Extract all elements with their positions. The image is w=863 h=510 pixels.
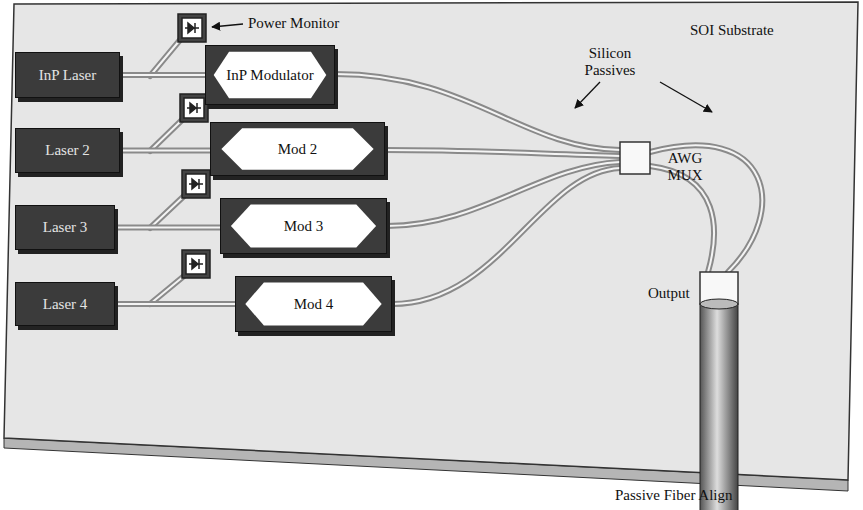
awg-mux-label: AWG MUX bbox=[660, 150, 710, 183]
modulator-box: InP Modulator bbox=[205, 45, 335, 105]
modulator-label: Mod 2 bbox=[278, 141, 318, 158]
laser-label: Laser 3 bbox=[43, 219, 88, 236]
output-label: Output bbox=[648, 285, 690, 302]
waveguide bbox=[120, 75, 205, 76]
laser-box: InP Laser bbox=[15, 52, 120, 98]
waveguide bbox=[115, 304, 235, 305]
modulator-label: InP Modulator bbox=[226, 67, 313, 84]
modulator-box: Mod 4 bbox=[235, 276, 392, 332]
laser-box: Laser 2 bbox=[15, 128, 120, 173]
laser-label: Laser 2 bbox=[45, 142, 90, 159]
laser-label: InP Laser bbox=[39, 67, 96, 84]
waveguide bbox=[115, 227, 220, 228]
modulator-box: Mod 2 bbox=[210, 122, 385, 176]
power-monitor-label: Power Monitor bbox=[248, 15, 339, 32]
fiber-align-label: Passive Fiber Align bbox=[615, 487, 733, 504]
substrate-label: SOI Substrate bbox=[690, 22, 774, 39]
silicon-passives-label: Silicon Passives bbox=[570, 45, 650, 78]
laser-box: Laser 4 bbox=[15, 282, 115, 326]
modulator-label: Mod 3 bbox=[284, 218, 324, 235]
modulator-label: Mod 4 bbox=[294, 296, 334, 313]
waveguide bbox=[120, 150, 210, 151]
modulator-box: Mod 3 bbox=[220, 198, 387, 254]
laser-box: Laser 3 bbox=[15, 205, 115, 250]
laser-label: Laser 4 bbox=[43, 296, 88, 313]
